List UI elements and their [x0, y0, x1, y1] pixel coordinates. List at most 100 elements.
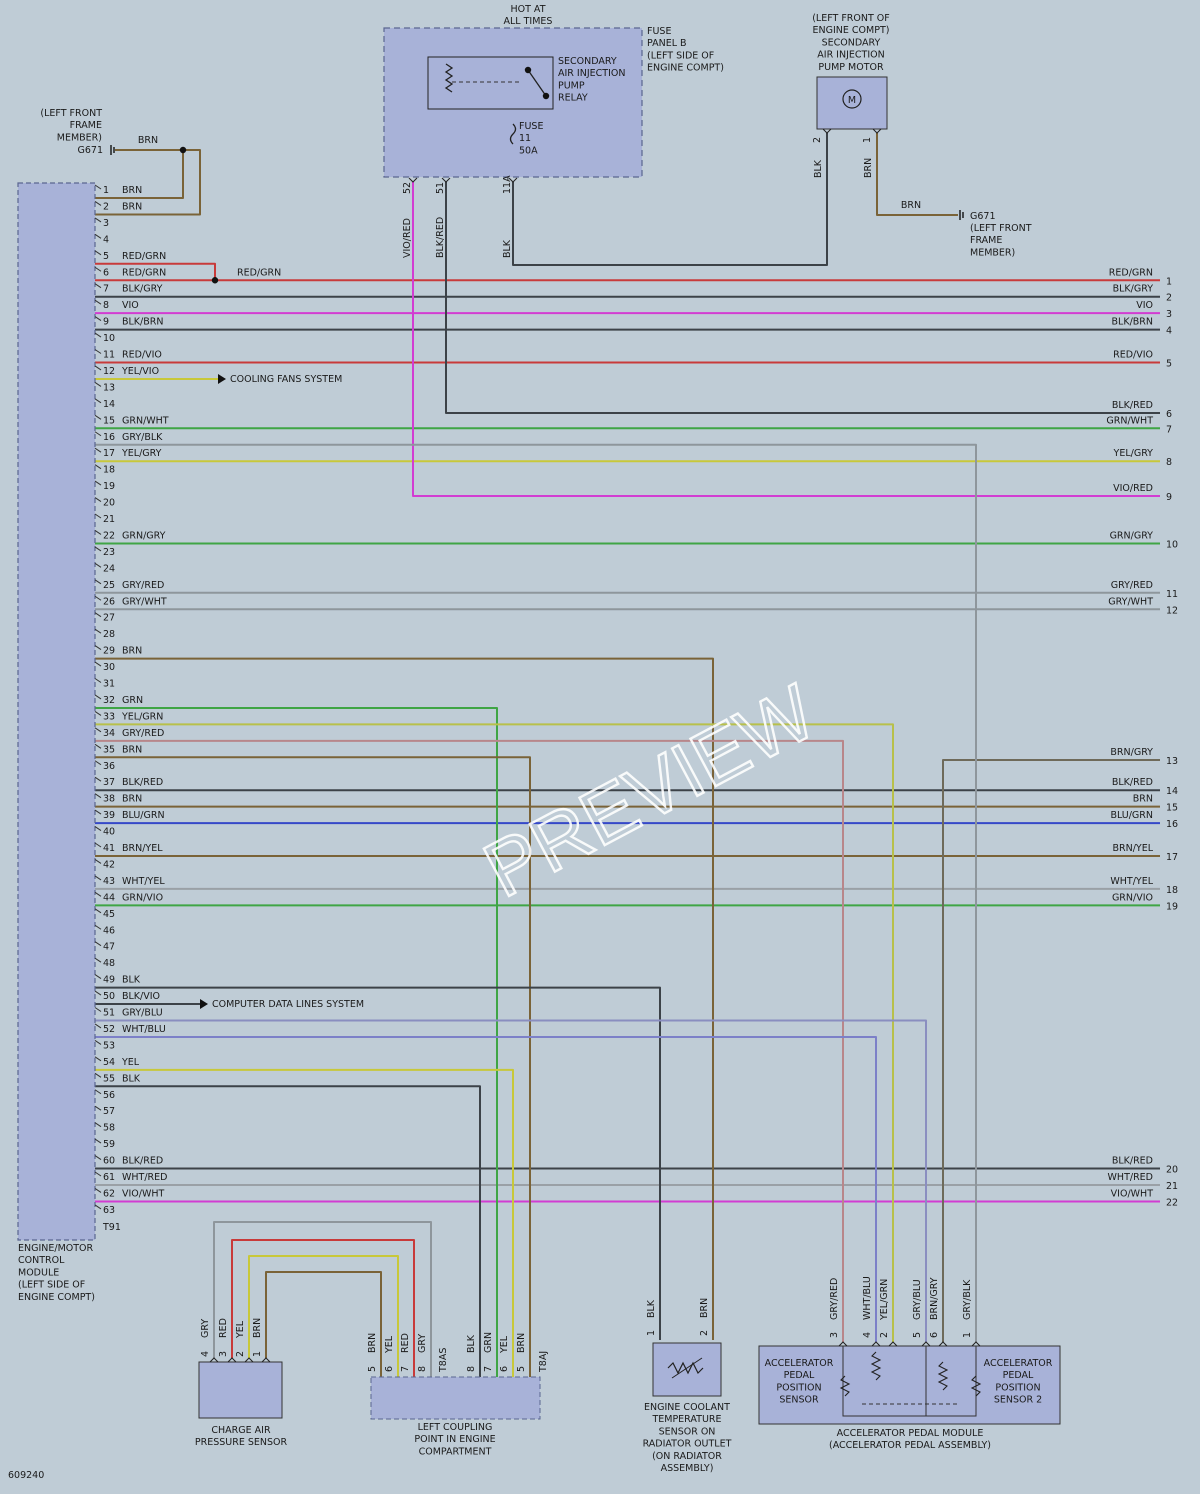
connector-mark	[508, 177, 518, 183]
pump-motor-wire-label: BLK	[813, 159, 824, 178]
ecm-pin-tick	[94, 381, 102, 387]
connector-mark	[872, 128, 882, 134]
ecm-pin-wire-label: GRY/BLU	[122, 1008, 163, 1019]
ecm-pin-number: 7	[103, 284, 109, 295]
ecm-pin-wire-label: YEL	[121, 1057, 140, 1068]
pedal-wire	[95, 443, 977, 1342]
charge-air-wire	[231, 1239, 415, 1378]
ground-caption: MEMBER)	[57, 132, 102, 143]
coupling-wire	[95, 1068, 514, 1378]
ecm-pin-tick	[94, 974, 102, 980]
fuse-panel-caption: FUSE	[647, 26, 671, 37]
ecm-pin-wire-label: BLK	[122, 1073, 141, 1084]
coolant-pin: 2	[699, 1330, 710, 1336]
ground-id: G671	[78, 145, 104, 156]
charge-air-pin: 4	[200, 1351, 211, 1357]
ecm-pin-number: 17	[103, 448, 115, 459]
ecm-pin-tick	[94, 464, 102, 470]
ecm-pin-tick	[94, 414, 102, 420]
coolant-caption: SENSOR ON	[659, 1426, 716, 1437]
ecm-pin-number: 47	[103, 942, 115, 953]
coolant-wire	[95, 986, 661, 1340]
ecm-pin-number: 31	[103, 679, 115, 690]
right-edge-number: 14	[1166, 786, 1178, 797]
ecm-pin-tick	[94, 1122, 102, 1128]
charge-air-wire-label: GRY	[200, 1319, 211, 1338]
ecm-pin-number: 23	[103, 547, 115, 558]
ecm-pin-number: 25	[103, 580, 115, 591]
ecm-pin-tick	[94, 316, 102, 322]
ecm-pin-tick	[94, 710, 102, 716]
charge-air-sensor-box	[198, 1361, 283, 1419]
ecm-pin-number: 54	[103, 1057, 115, 1068]
ecm-pin-number: 52	[103, 1024, 115, 1035]
ecm-pin-number: 16	[103, 432, 115, 443]
ecm-pin-wire-label: RED/VIO	[122, 350, 162, 361]
ecm-pin-tick	[94, 1039, 102, 1045]
ecm-pin-number: 4	[103, 234, 109, 245]
ecm-pin-number: 13	[103, 382, 115, 393]
pedal-sensor-1-caption: POSITION	[776, 1382, 821, 1393]
ecm-pin-number: 42	[103, 859, 115, 870]
right-edge-wire-label: BLK/RED	[1112, 400, 1153, 411]
coupling-right-pin: 5	[516, 1366, 527, 1372]
ecm-pin-tick	[94, 826, 102, 831]
ecm-pin-number: 19	[103, 481, 115, 492]
ecm-pin-number: 15	[103, 415, 115, 426]
ecm-pin-number: 46	[103, 925, 115, 936]
connector-mark	[838, 1341, 848, 1347]
ecm-pin-tick	[94, 1155, 102, 1160]
pedal-wire-label: GRY/RED	[829, 1278, 840, 1320]
ecm-pin-tick	[94, 332, 102, 338]
ecm-pin-tick	[94, 1056, 102, 1062]
coolant-wire-label: BRN	[699, 1298, 710, 1318]
right-edge-wire-label: BLK/GRY	[1113, 284, 1154, 295]
charge-air-caption: PRESSURE SENSOR	[195, 1437, 288, 1448]
ecm-pin-number: 14	[103, 399, 115, 410]
ecm-pin-tick	[94, 480, 102, 486]
fuse-panel-caption: PANEL B	[647, 38, 687, 49]
coolant-caption: (ON RADIATOR	[652, 1451, 722, 1462]
ecm-caption: MODULE	[18, 1267, 59, 1278]
connector-mark	[888, 1341, 898, 1347]
ecm-pin-number: 39	[103, 810, 115, 821]
ecm-pin-tick	[94, 1023, 102, 1029]
right-edge-wire-label: BRN	[1133, 794, 1153, 805]
ecm-pin-number: 62	[103, 1188, 115, 1199]
ecm-pin-wire-label: BLK/VIO	[122, 991, 160, 1002]
pedal-wire	[95, 723, 894, 1342]
motor-symbol: M	[848, 95, 856, 106]
ecm-pin-wire-label: VIO	[122, 300, 139, 311]
coupling-caption: LEFT COUPLING	[418, 1422, 493, 1433]
coupling-caption: COMPARTMENT	[419, 1446, 492, 1457]
ground-caption: (LEFT FRONT	[40, 108, 102, 119]
ecm-pin-tick	[94, 1188, 102, 1193]
right-edge-wire-label: GRY/WHT	[1108, 596, 1153, 607]
right-edge-wire-label: BLK/BRN	[1112, 317, 1153, 328]
ecm-pin-wire-label: BLU/GRN	[122, 810, 165, 821]
ecm-pin-tick	[94, 431, 102, 437]
ecm-pin-wire-label: GRY/RED	[122, 580, 164, 591]
ecm-pin-wire-label: GRY/RED	[122, 728, 164, 739]
coolant-caption: ENGINE COOLANT	[644, 1402, 730, 1413]
ecm-pin-tick	[94, 645, 102, 651]
ecm-pin-tick	[94, 957, 102, 963]
data-lines-label: COMPUTER DATA LINES SYSTEM	[212, 999, 364, 1010]
connector-mark	[938, 1341, 948, 1347]
pedal-wire	[95, 739, 844, 1342]
ecm-caption: (LEFT SIDE OF	[18, 1280, 85, 1291]
right-edge-number: 6	[1166, 409, 1172, 420]
ecm-pin-tick	[94, 184, 102, 190]
relay-switch	[527, 69, 547, 97]
charge-air-wire	[248, 1255, 399, 1378]
ecm-pin-number: 57	[103, 1106, 115, 1117]
coupling-left-connector: T8AS	[438, 1348, 449, 1373]
ecm-pin-number: 22	[103, 530, 115, 541]
potentiometer-icon	[970, 1375, 982, 1397]
ecm-module	[17, 182, 96, 1241]
right-edge-number: 2	[1166, 293, 1172, 304]
ecm-pin-wire-label: GRY/BLK	[122, 432, 163, 443]
ecm-pin-number: 61	[103, 1172, 115, 1183]
pedal-wire-label: WHT/BLU	[862, 1276, 873, 1320]
ecm-pin-number: 59	[103, 1139, 115, 1150]
